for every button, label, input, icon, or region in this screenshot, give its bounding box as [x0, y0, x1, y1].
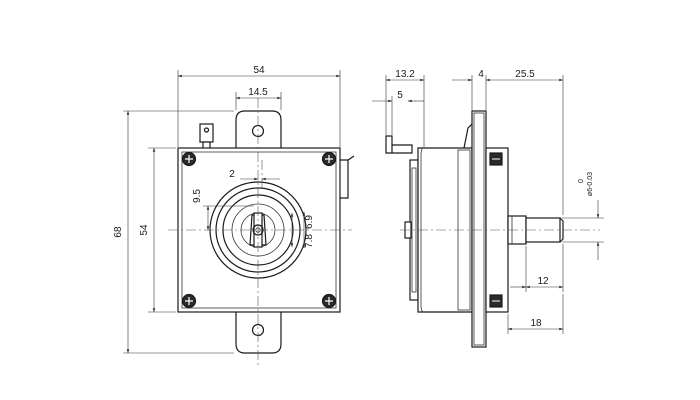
screw-icon	[321, 293, 337, 309]
bottom-mount-tab	[235, 312, 282, 354]
side-view: 13.2 5 4 25.5 ø6-0.03 0 12 18	[372, 69, 604, 348]
dim-shaft-tol-upper: 0	[578, 179, 585, 183]
screw-icon	[181, 293, 197, 309]
dim-rear-depth: 25.5	[515, 69, 535, 80]
dim-slot: 7.8	[304, 234, 315, 248]
wire-stub	[338, 159, 349, 199]
screw-icon	[489, 152, 503, 166]
dim-shaft-offset: 9.5	[192, 189, 203, 203]
dim-shaft-length: 12	[537, 276, 549, 287]
screw-icon	[181, 151, 197, 167]
dim-terminal: 5	[397, 90, 403, 101]
dim-body-height: 54	[139, 224, 150, 236]
dim-shaft-dia: ø6-0.03	[587, 172, 594, 196]
dim-overall-height: 68	[113, 226, 124, 238]
dim-mount-tab: 14.5	[248, 87, 268, 98]
screw-icon	[489, 294, 503, 308]
dim-pointer-offset: 2	[229, 169, 235, 180]
front-view: 54 14.5 2 9.5 6.9 7.8 68 54	[113, 65, 355, 365]
dim-plate: 4	[478, 69, 484, 80]
top-mount-tab	[235, 110, 282, 148]
side-terminal	[385, 135, 413, 154]
screw-icon	[321, 151, 337, 167]
terminal-lug	[199, 123, 214, 150]
dim-shaft-total: 18	[530, 318, 542, 329]
dim-front-depth: 13.2	[395, 69, 415, 80]
dim-shaft-flat: 6.9	[304, 215, 315, 229]
dim-overall-width: 54	[253, 65, 265, 76]
